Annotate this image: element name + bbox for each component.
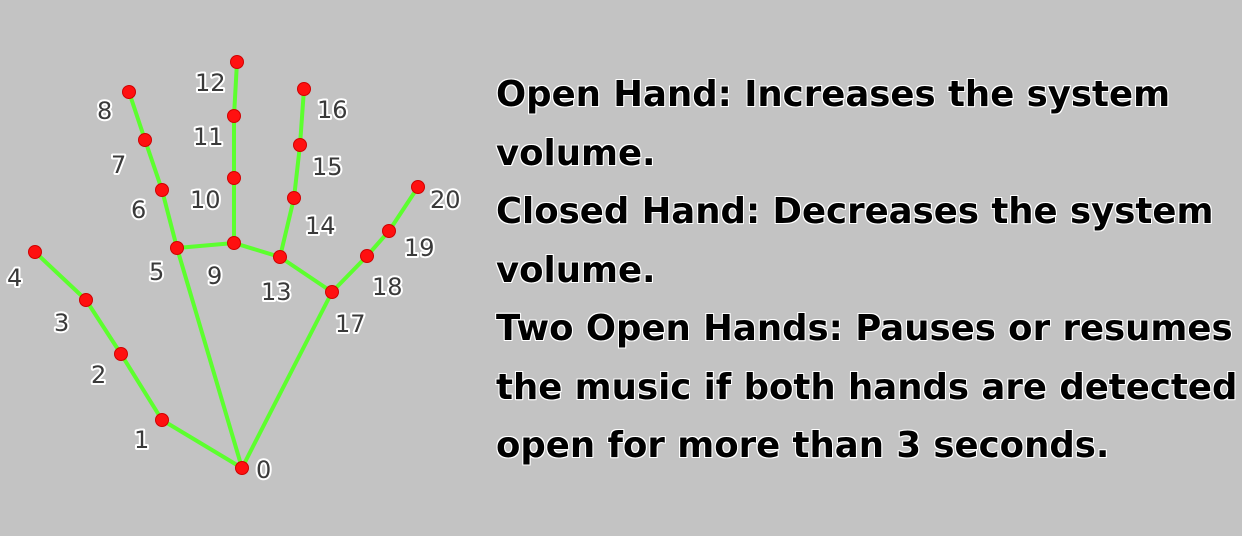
landmark-label-11: 11 <box>193 123 224 151</box>
connection-15-16 <box>298 87 306 147</box>
landmark-13 <box>273 250 287 264</box>
landmark-12 <box>230 55 244 69</box>
gesture-line: volume. <box>496 249 656 291</box>
landmark-label-19: 19 <box>404 234 435 262</box>
landmark-label-15: 15 <box>312 153 343 181</box>
connection-5-6 <box>160 188 179 250</box>
landmark-label-14: 14 <box>305 212 336 240</box>
landmark-label-18: 18 <box>372 273 403 301</box>
landmark-14 <box>287 191 301 205</box>
gesture-line: Open Hand: Increases the system <box>496 74 1171 115</box>
gesture-line: the music if both hands are detected <box>496 366 1238 408</box>
landmark-label-17: 17 <box>335 310 366 338</box>
connection-9-13 <box>232 241 282 259</box>
landmark-label-13: 13 <box>261 278 292 306</box>
connection-0-5 <box>175 246 244 470</box>
landmark-6 <box>155 183 169 197</box>
connection-2-3 <box>84 298 123 356</box>
landmark-label-16: 16 <box>317 96 348 124</box>
connection-11-12 <box>232 60 239 118</box>
connection-6-7 <box>143 138 164 192</box>
landmark-label-12: 12 <box>195 69 226 97</box>
landmark-7 <box>138 133 152 147</box>
landmark-19 <box>382 224 396 238</box>
connection-19-20 <box>387 185 420 233</box>
landmark-1 <box>155 413 169 427</box>
connection-0-17 <box>240 290 334 470</box>
connection-17-18 <box>330 254 369 294</box>
landmark-label-20: 20 <box>430 186 461 214</box>
gesture-instructions: Open Hand: Increases the system volume. … <box>496 66 1240 476</box>
connection-3-4 <box>33 250 88 302</box>
landmark-label-10: 10 <box>190 186 221 214</box>
landmark-10 <box>227 171 241 185</box>
landmark-0 <box>235 461 249 475</box>
gesture-line: volume. <box>496 132 656 174</box>
gesture-line: Two Open Hands: Pauses or resumes <box>496 308 1233 349</box>
landmark-20 <box>411 180 425 194</box>
landmark-label-3: 3 <box>54 309 69 337</box>
gesture-line: open for more than 3 seconds. <box>496 425 1110 466</box>
landmark-label-2: 2 <box>91 361 106 389</box>
landmark-15 <box>293 138 307 152</box>
landmark-8 <box>122 85 136 99</box>
landmark-16 <box>297 82 311 96</box>
landmark-18 <box>360 249 374 263</box>
landmark-label-1: 1 <box>134 426 149 454</box>
landmark-3 <box>79 293 93 307</box>
hand-connections <box>33 60 420 470</box>
landmark-9 <box>227 236 241 250</box>
landmark-11 <box>227 109 241 123</box>
connection-5-9 <box>175 241 236 250</box>
landmark-4 <box>28 245 42 259</box>
connection-13-17 <box>278 255 334 294</box>
landmark-label-7: 7 <box>111 151 126 179</box>
connection-1-2 <box>119 352 164 422</box>
hand-landmarks <box>28 55 425 475</box>
landmark-label-4: 4 <box>7 264 22 292</box>
connection-14-15 <box>292 143 302 200</box>
landmark-17 <box>325 285 339 299</box>
landmark-label-0: 0 <box>256 456 271 484</box>
connection-7-8 <box>127 90 147 142</box>
gesture-line: Closed Hand: Decreases the system <box>496 191 1214 232</box>
landmark-label-9: 9 <box>207 262 222 290</box>
connection-0-1 <box>160 418 244 470</box>
landmark-5 <box>170 241 184 255</box>
landmark-label-8: 8 <box>97 97 112 125</box>
connection-13-14 <box>278 196 296 259</box>
landmark-label-5: 5 <box>149 258 164 286</box>
landmark-2 <box>114 347 128 361</box>
landmark-label-6: 6 <box>131 196 146 224</box>
